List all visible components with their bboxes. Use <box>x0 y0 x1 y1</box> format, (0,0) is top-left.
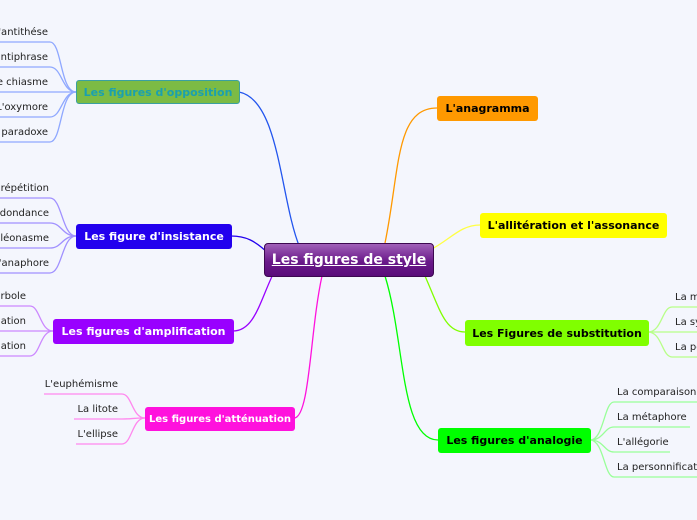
connector-opposition <box>238 91 301 249</box>
connector-substitution <box>424 275 466 333</box>
leaf[interactable]: La litote <box>77 404 118 415</box>
leaf-lines-opposition <box>0 41 77 143</box>
leaf[interactable]: 'antithése <box>0 27 48 38</box>
leaf[interactable]: La personnification <box>617 462 697 473</box>
leaf-lines-amplification <box>0 305 54 357</box>
leaf[interactable]: L'euphémisme <box>44 379 118 390</box>
connector-attenuation <box>293 275 323 419</box>
leaf-lines-insistance <box>0 197 77 274</box>
leaf[interactable]: lation <box>0 341 26 352</box>
leaf[interactable]: L'ellipse <box>77 429 118 440</box>
connector-alliteration <box>429 224 481 251</box>
leaf[interactable]: e chiasme <box>0 77 48 88</box>
topic-substitution[interactable]: Les Figures de substitution <box>465 320 649 346</box>
leaf[interactable]: antiphrase <box>0 52 48 63</box>
leaf[interactable]: edondance <box>0 208 49 219</box>
leaf[interactable]: paradoxe <box>1 127 48 138</box>
connector-anagramma <box>384 107 438 244</box>
topic-amplification[interactable]: Les figures d'amplification <box>53 319 234 344</box>
leaf[interactable]: La sy <box>675 317 697 328</box>
leaf-lines-analogie <box>589 401 697 478</box>
topic-opposition[interactable]: Les figures d'opposition <box>76 80 240 104</box>
topic-analogie[interactable]: Les figures d'analogie <box>438 428 591 453</box>
topic-alliteration[interactable]: L'allitération et l'assonance <box>480 213 667 238</box>
leaf[interactable]: La m <box>675 292 697 303</box>
leaf[interactable]: léonasme <box>0 233 49 244</box>
leaf[interactable]: L'allégorie <box>617 437 669 448</box>
central-topic[interactable]: Les figures de style <box>264 243 434 277</box>
topic-attenuation[interactable]: Les figures d'atténuation <box>145 407 295 431</box>
leaf[interactable]: La pe <box>675 342 697 353</box>
connector-amplification <box>232 269 276 332</box>
leaf[interactable]: iation <box>0 316 26 327</box>
leaf[interactable]: L'oxymore <box>0 102 48 113</box>
topic-insistance[interactable]: Les figure d'insistance <box>76 224 232 249</box>
leaf-lines-attenuation <box>44 393 146 445</box>
leaf[interactable]: 'anaphore <box>0 258 49 269</box>
leaf[interactable]: répétition <box>0 183 49 194</box>
leaf[interactable]: La comparaison <box>617 387 697 398</box>
leaf[interactable]: La métaphore <box>617 412 687 423</box>
leaf-lines-substitution <box>647 306 697 358</box>
connector-analogie <box>384 275 439 441</box>
topic-anagramma[interactable]: L'anagramma <box>437 96 538 121</box>
